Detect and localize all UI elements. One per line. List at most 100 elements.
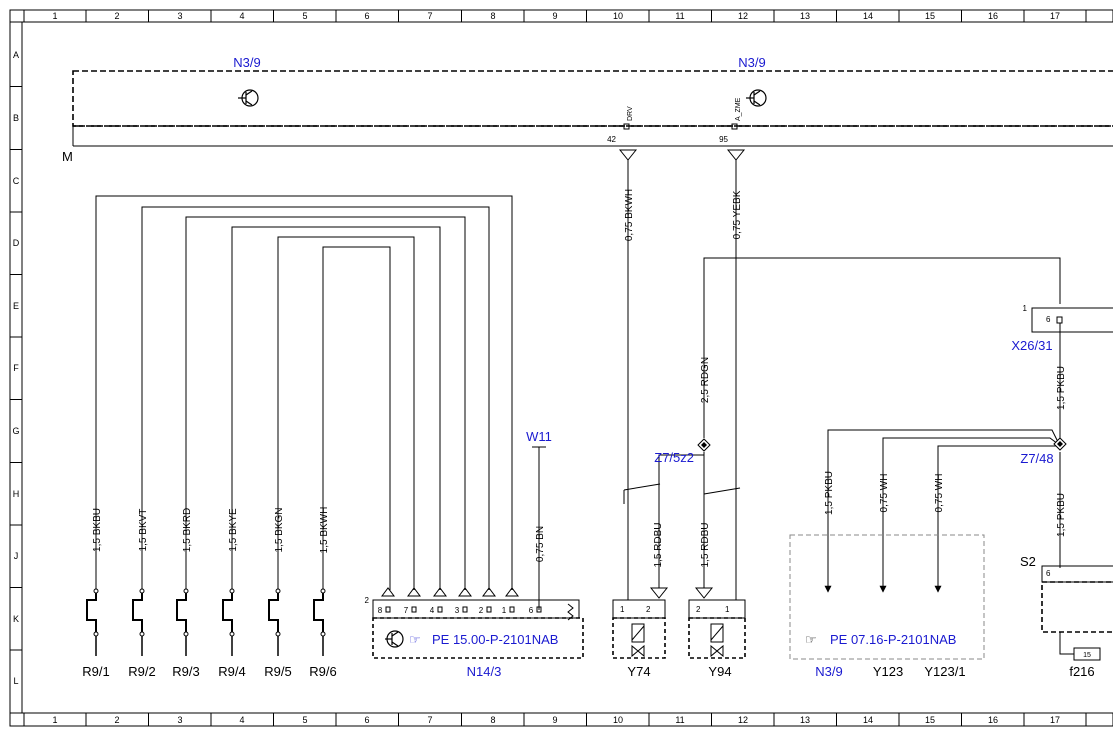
wire-label: 0,75 BN [535,526,546,562]
connector-pin: 7 [404,587,421,615]
column-number: 12 [738,715,748,725]
splice-label: Z7/5z2 [654,450,694,465]
valve-label: Y94 [708,664,731,679]
pin-42: 42 DRV [607,106,638,161]
connector-pin: 1 [502,587,519,615]
column-number: 4 [239,11,244,21]
column-number: 8 [490,715,495,725]
ref-group: 1,5 PKBU 0,75 WH 0,75 WH ☞ PE 07.16-P-21… [789,471,985,679]
row-letter: D [13,238,20,248]
column-number: 2 [114,11,119,21]
pin-95: 95 A_ZME [719,97,746,161]
reference-link[interactable]: PE 15.00-P-2101NAB [432,632,558,647]
pin-number: 6 [529,606,534,615]
wire-label: 0,75 YEBK [732,190,743,239]
column-number: 6 [364,11,369,21]
ground-label: W11 [526,429,552,444]
switch-label: S2 [1020,554,1036,569]
connector-pin: 2 [479,587,496,615]
wire-label: 2,5 RDGN [700,357,711,403]
valve-y94: 2 1 Y94 [688,587,746,679]
pin-number: 4 [430,606,435,615]
connector-number: 2 [365,596,370,605]
item-label: N3/9 [815,664,842,679]
connector-pin: 4 [430,587,447,615]
switch-s2: S2 6 15 f216 [1020,554,1113,679]
module-label: N14/3 [467,664,502,679]
column-number: 5 [302,715,307,725]
transistor-icon [746,89,767,107]
row-letter: E [13,301,19,311]
wire-label: 1,5 BKWH [319,507,330,554]
column-number: 16 [988,11,998,21]
wire-label: 0,75 WH [934,474,945,513]
column-number: 1 [52,715,57,725]
wire-label: 1,5 BKBU [92,508,103,552]
column-number: 6 [364,715,369,725]
pin-number: 1 [725,605,730,614]
row-letter: K [13,614,19,624]
row-letter: H [13,489,20,499]
column-number: 11 [675,715,684,725]
column-number: 12 [738,11,748,21]
pin-number: 2 [646,605,651,614]
splice-z7-48: Z7/48 1,5 PKBU [1020,437,1067,537]
resistor-wires [95,195,513,590]
column-number: 13 [800,11,810,21]
column-number: 4 [239,715,244,725]
resistor-wire-labels: 1,5 BKBU 1,5 BKVT 1,5 BKRD 1,5 BKYE 1,5 BKGN… [92,507,330,554]
unit-label-right: N3/9 [738,55,765,70]
connector-pin: 3 [455,587,472,615]
row-letter: J [14,551,19,561]
pin-number: 1 [620,605,625,614]
column-number: 17 [1050,11,1060,21]
transistor-icon [238,89,259,107]
column-number: 17 [1050,715,1060,725]
ground-w11: W11 0,75 BN [526,429,552,610]
wire-label: 1,5 BKGN [274,507,285,552]
item-label: Y123 [873,664,903,679]
item-label: Y123/1 [924,664,965,679]
reference-link[interactable]: PE 07.16-P-2101NAB [830,632,956,647]
frame [9,9,1113,727]
row-letter: A [13,50,19,60]
wire-label: 1,5 BKRD [182,508,193,552]
unit-label-left: N3/9 [233,55,260,70]
pin-number: 42 [607,135,616,144]
pin-number: 6 [1046,569,1051,578]
valve-y74: 1 2 Y74 [612,587,669,679]
resistor-r9-4: R9/4 [218,580,246,679]
column-number: 14 [863,715,873,725]
column-number: 11 [675,11,684,21]
column-number: 14 [863,11,873,21]
resistor-r9-2: R9/2 [128,580,156,679]
transistor-icon [385,630,404,648]
pin-number: 8 [378,606,383,615]
resistor-r9-5: R9/5 [264,580,292,679]
pin-number: 7 [404,606,409,615]
column-number: 9 [552,715,557,725]
column-number: 1 [52,11,57,21]
valve-label: Y74 [627,664,650,679]
wire-label: 1,5 BKVT [138,509,149,552]
pin-number: 2 [696,605,701,614]
valve-wires [623,160,1061,600]
column-number: 7 [427,715,432,725]
control-unit-n3-9: N3/9 N3/9 M 42 DRV 95 A_ZME [62,55,1113,164]
column-number: 3 [177,11,182,21]
pin-number: 1 [502,606,507,615]
wire-label: 1,5 RDBU [653,522,664,567]
reference-hand-icon: ☞ [409,632,421,647]
connector-x26-31: 1 6 X26/31 1,5 PKBU [1011,304,1113,438]
wire-label: 1,5 RDBU [700,522,711,567]
row-letter: G [12,426,19,436]
splice-z7-5z2: Z7/5z2 [654,438,711,465]
wire-label: 0,75 BKWH [624,189,635,241]
resistor-label: R9/2 [128,664,155,679]
wire-label: 1,5 BKYE [228,508,239,552]
